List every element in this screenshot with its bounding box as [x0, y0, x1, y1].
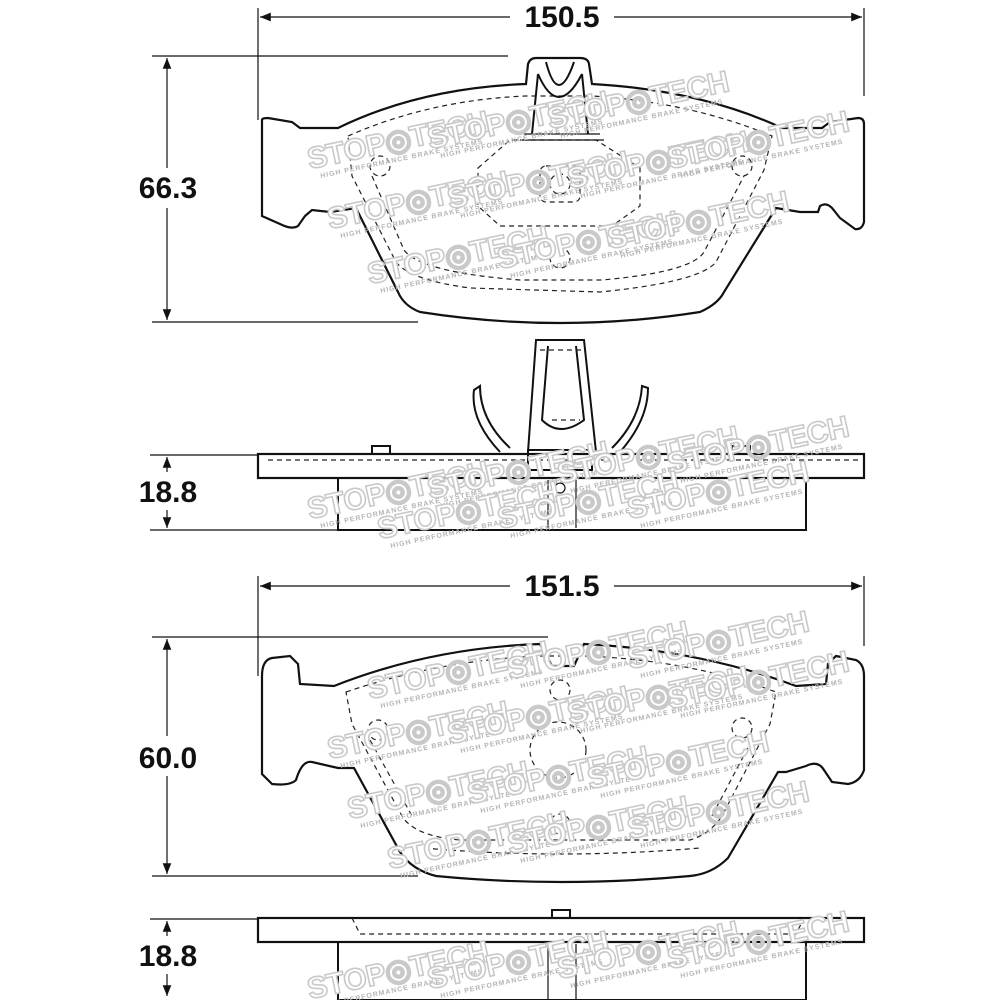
pad2-friction-outline	[345, 655, 777, 841]
pad2-height-label: 60.0	[139, 742, 197, 775]
pad1-side-stud-left	[371, 445, 391, 455]
pad1-spring-wire	[520, 133, 604, 141]
pad1-side-clip	[527, 339, 597, 453]
pad1-width-label: 150.5	[524, 1, 599, 34]
pad2-backing-plate	[260, 642, 866, 884]
pad1-height-label: 66.3	[139, 172, 197, 205]
pad1-side-sensor	[554, 482, 566, 494]
pad1-spring-tab	[531, 61, 589, 135]
pad2-width-label: 151.5	[524, 570, 599, 603]
pad2-thickness-label: 18.8	[139, 940, 197, 973]
pad1-clip-outline	[477, 139, 641, 227]
pad1-friction-inner	[371, 175, 745, 281]
pad2-height-dimension: 60.0	[139, 636, 548, 877]
pad1-side-stud-right	[731, 445, 751, 455]
pad2-friction-inner	[369, 739, 753, 855]
pad2-hole-right	[731, 717, 753, 739]
pad2-width-dimension: 151.5	[257, 570, 865, 676]
pad1-clip-hub	[539, 165, 581, 203]
pad1-side-view	[256, 339, 866, 531]
pad1-clip-center	[549, 173, 571, 195]
pad1-side-spring-left	[472, 384, 511, 453]
pad2-side-view	[256, 909, 866, 1000]
pad1-friction-outline	[347, 95, 773, 293]
pad1-thickness-dimension: 18.8	[139, 454, 338, 531]
pad1-height-dimension: 66.3	[139, 55, 508, 323]
pad1-side-clip-hidden	[540, 349, 584, 421]
pad1-side-friction	[337, 477, 807, 531]
pad1-hole-left	[369, 155, 391, 177]
pad2-hole-center	[529, 721, 587, 779]
pad2-hole-left	[367, 719, 389, 741]
pad2-thickness-dimension: 18.8	[139, 918, 258, 996]
pad2-hole-bottom	[549, 813, 571, 835]
pad2-side-backing	[256, 916, 866, 944]
pad1-thickness-label: 18.8	[139, 476, 197, 509]
pad1-backing-plate	[260, 56, 866, 325]
pad2-side-friction	[337, 941, 807, 1000]
pad1-hole-right	[731, 155, 753, 177]
pad1-width-dimension: 150.5	[257, 1, 865, 120]
pad2-hole-top	[549, 679, 571, 701]
pad1-side-spring-right	[611, 384, 650, 453]
svg-text:STOP◎TECH: STOP◎TECH	[664, 905, 851, 976]
pad2-side-stud	[551, 909, 571, 919]
pad1-side-backing	[256, 452, 866, 480]
pad1-front-view	[260, 56, 866, 325]
pad1-hole-bottom	[549, 247, 571, 269]
pad2-front-view	[260, 642, 866, 884]
